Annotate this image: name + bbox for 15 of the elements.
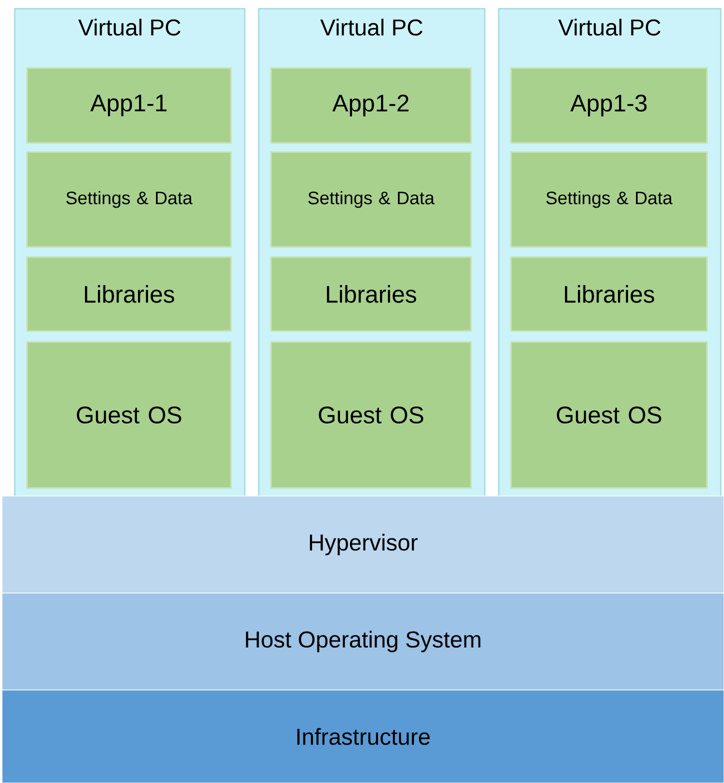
layer-box: Settings & Data [26, 151, 232, 248]
layer-box: Libraries [26, 256, 232, 332]
layer-band: Hypervisor [2, 496, 724, 594]
layer-box: Libraries [510, 256, 708, 332]
layer-box: Guest OS [270, 341, 472, 489]
layer-box: Settings & Data [270, 151, 472, 248]
layer-box: App1-2 [270, 67, 472, 144]
layer-box: Settings & Data [510, 151, 708, 248]
layer-box: Guest OS [510, 341, 708, 489]
layer-band: Infrastructure [2, 690, 724, 783]
layer-box: App1-1 [26, 67, 232, 144]
layer-band: Host Operating System [2, 592, 724, 690]
layer-box: App1-3 [510, 67, 708, 144]
layer-box: Libraries [270, 256, 472, 332]
layer-box: Guest OS [26, 341, 232, 489]
